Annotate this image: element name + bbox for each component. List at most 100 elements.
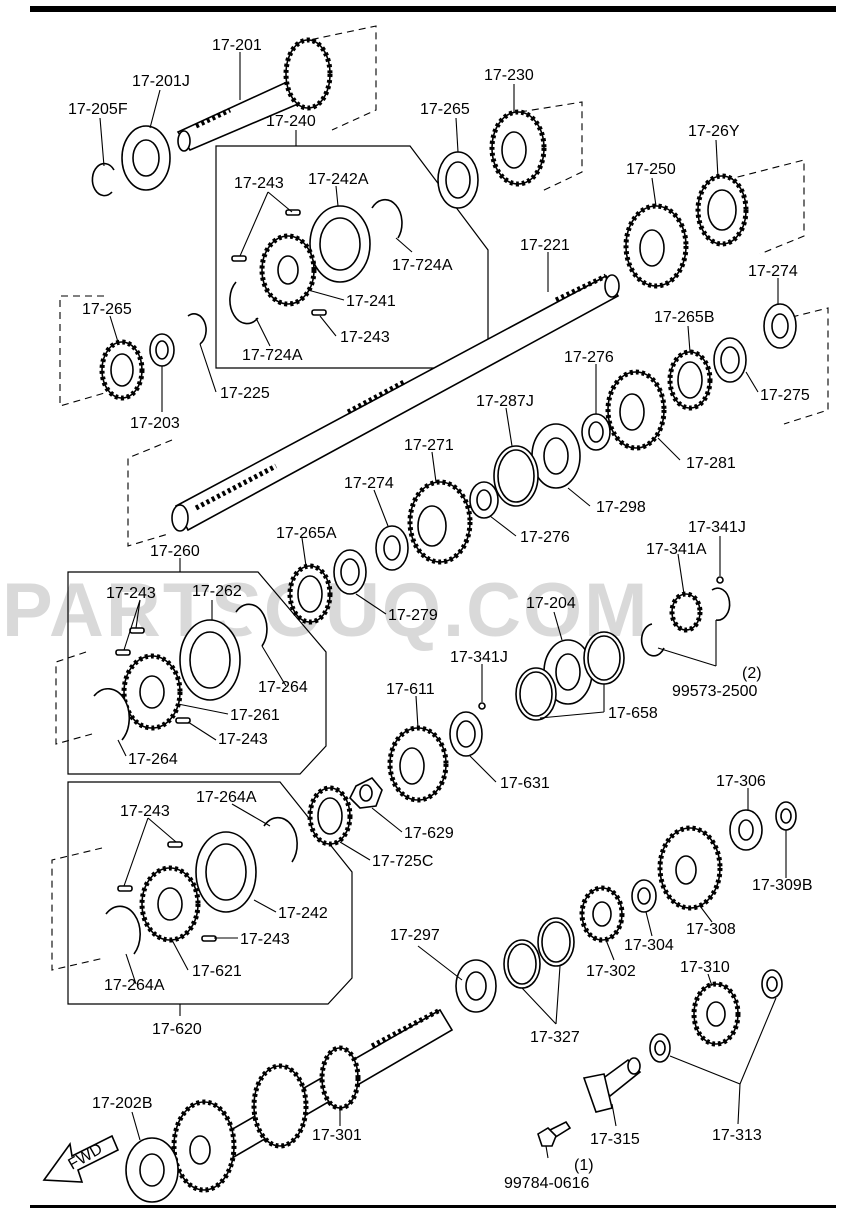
label-17-230: 17-230 xyxy=(484,67,534,84)
synchro-ring-17-265A xyxy=(287,563,333,625)
hub-17-261 xyxy=(121,653,183,731)
countershaft-17-301 xyxy=(171,1007,454,1193)
dash-input-shaft xyxy=(299,25,377,131)
dash-mainshaft xyxy=(127,439,173,547)
label-17-264A-top: 17-264A xyxy=(196,789,257,806)
input-shaft-17-201 xyxy=(176,37,333,152)
label-17-276-top: 17-276 xyxy=(564,349,614,366)
sleeve-17-279 xyxy=(333,549,367,595)
sleeve-17-275 xyxy=(713,337,747,383)
label-17-308: 17-308 xyxy=(686,921,736,938)
fwd-label: FWD xyxy=(66,1141,106,1174)
label-17-26Y: 17-26Y xyxy=(688,123,740,140)
label-17-621: 17-621 xyxy=(192,963,242,980)
label-17-243-c: 17-243 xyxy=(106,585,156,602)
gear-17-308 xyxy=(657,825,723,911)
nut-17-629 xyxy=(349,777,383,809)
key-17-243-h xyxy=(117,885,133,892)
hub-sleeve-17-242A xyxy=(309,205,371,283)
sleeve-17-262 xyxy=(179,619,241,701)
label-17-243-d: 17-243 xyxy=(218,731,268,748)
label-17-250: 17-250 xyxy=(626,161,676,178)
shim-17-287J xyxy=(493,445,539,507)
label-17-304: 17-304 xyxy=(624,937,674,954)
fwd-arrow: FWD xyxy=(42,1134,120,1183)
label-17-341J-top: 17-341J xyxy=(688,519,746,536)
shim-17-658-right xyxy=(583,631,625,685)
label-17-243-e: 17-243 xyxy=(120,803,170,820)
dash-17-620 xyxy=(51,847,105,971)
dash-17-265-left xyxy=(59,295,109,407)
label-17-279: 17-279 xyxy=(388,607,438,624)
label-17-287J: 17-287J xyxy=(476,393,534,410)
bearing-17-297 xyxy=(455,959,497,1013)
label-99784-qty: (1) xyxy=(574,1157,594,1174)
label-17-310: 17-310 xyxy=(680,959,730,976)
label-17-204: 17-204 xyxy=(526,595,576,612)
label-17-202B: 17-202B xyxy=(92,1095,153,1112)
label-17-301: 17-301 xyxy=(312,1127,362,1144)
label-17-724A-right: 17-724A xyxy=(392,257,453,274)
label-17-241: 17-241 xyxy=(346,293,396,310)
ball-17-341J-top xyxy=(716,576,724,584)
label-17-724A-left: 17-724A xyxy=(242,347,303,364)
bottom-border xyxy=(30,1205,836,1208)
key-17-243-g xyxy=(167,841,183,848)
synchro-ring-17-265-top xyxy=(437,151,479,209)
snap-ring-99573-right xyxy=(711,587,731,621)
label-17-611: 17-611 xyxy=(386,681,435,698)
shim-17-327-left xyxy=(503,939,541,989)
label-17-205F: 17-205F xyxy=(68,101,128,118)
needle-bearing-17-274-mid xyxy=(375,525,409,571)
label-17-274-top: 17-274 xyxy=(748,263,798,280)
bearing-17-306 xyxy=(729,809,763,851)
label-17-658: 17-658 xyxy=(608,705,658,722)
shim-17-327-right xyxy=(537,917,575,967)
snap-ring-99573-left xyxy=(640,623,665,657)
synchro-ring-17-265-left xyxy=(99,339,145,401)
spring-17-264-right xyxy=(235,603,268,647)
washer-17-309B xyxy=(775,801,797,831)
label-17-261: 17-261 xyxy=(230,707,280,724)
dash-17-230 xyxy=(519,101,583,193)
gear-17-26Y xyxy=(695,173,749,247)
spring-17-264A-right xyxy=(263,816,298,863)
label-99784-0616: 99784-0616 xyxy=(504,1175,590,1192)
label-17-264A-bottom: 17-264A xyxy=(104,977,165,994)
label-17-298: 17-298 xyxy=(596,499,646,516)
label-17-274-mid: 17-274 xyxy=(344,475,394,492)
key-17-243-i xyxy=(201,935,217,942)
label-17-313: 17-313 xyxy=(712,1127,762,1144)
gear-17-230 xyxy=(489,109,547,187)
label-17-265-top: 17-265 xyxy=(420,101,470,118)
label-17-240: 17-240 xyxy=(266,113,316,130)
label-17-302: 17-302 xyxy=(586,963,636,980)
gear-17-611 xyxy=(387,725,449,803)
label-17-201: 17-201 xyxy=(212,37,262,54)
label-17-620: 17-620 xyxy=(152,1021,202,1038)
label-17-243-b: 17-243 xyxy=(340,329,390,346)
key-17-243-b xyxy=(231,255,247,262)
top-border xyxy=(30,6,836,12)
label-17-341A: 17-341A xyxy=(646,541,707,558)
gear-17-302 xyxy=(579,885,625,943)
hub-17-241 xyxy=(259,233,317,307)
label-17-243-f: 17-243 xyxy=(240,931,290,948)
label-99573-2500: 99573-2500 xyxy=(672,683,758,700)
gear-17-250 xyxy=(623,203,689,289)
washer-17-313-left xyxy=(649,1033,671,1063)
label-17-629: 17-629 xyxy=(404,825,454,842)
part-labels: 17-201 17-201J 17-205F 17-240 17-265 17-… xyxy=(68,37,813,1192)
washer-17-631 xyxy=(449,711,483,757)
label-17-201J: 17-201J xyxy=(132,73,190,90)
washer-17-276-top xyxy=(581,413,611,451)
label-17-341J-bottom: 17-341J xyxy=(450,649,508,666)
spring-17-724A-right xyxy=(371,198,403,239)
bearing-17-298 xyxy=(531,423,581,489)
gear-17-310 xyxy=(691,981,741,1047)
needle-bearing-17-274-top xyxy=(763,303,797,349)
bearing-17-201J xyxy=(121,125,171,191)
key-17-243-c xyxy=(311,309,327,316)
group-17-620-box xyxy=(67,781,353,1005)
key-17-243-f xyxy=(175,717,191,724)
